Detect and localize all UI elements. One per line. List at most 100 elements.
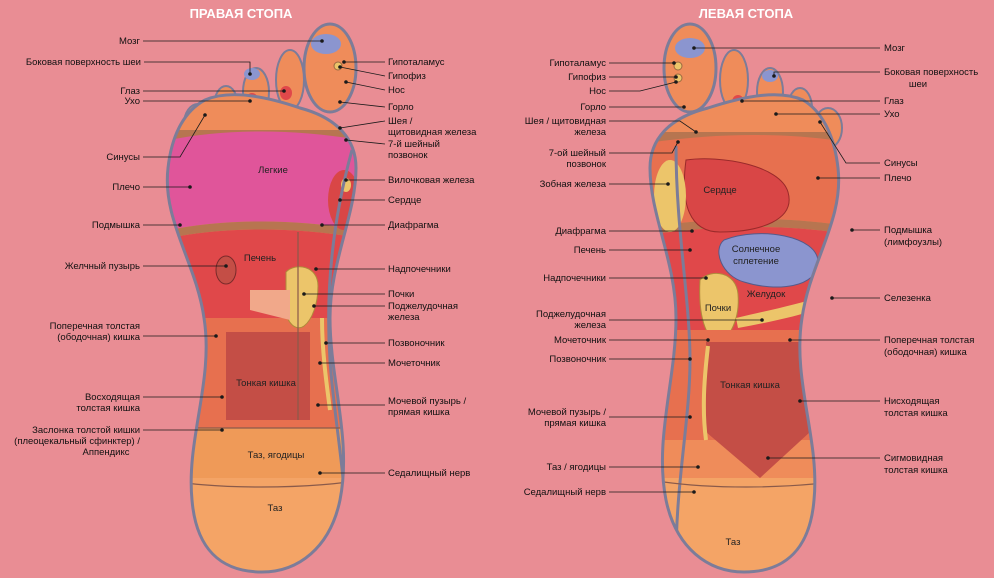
zone-label-solar-plexus-1: Солнечное (732, 244, 780, 255)
label-liver-left: Печень (574, 245, 606, 256)
zone-label-solar-plexus-2: сплетение (733, 256, 779, 267)
left-kidney-zone (699, 272, 739, 341)
right-eye-zone (280, 86, 292, 100)
right-kidney-zone (285, 266, 319, 329)
left-sole-outline (648, 93, 841, 574)
label-transverse-colon-left-1: Поперечная толстая (884, 335, 974, 346)
right-foot-labels-left: Мозг Боковая поверхность шеи Глаз Ухо Си… (14, 36, 324, 458)
right-gallbladder-zone (215, 255, 237, 285)
label-transverse-colon-2: (ободочная) кишка (57, 332, 140, 343)
label-ureter: Мочеточник (388, 358, 441, 369)
left-pituitary-zone (673, 61, 683, 71)
label-neck-side-left-2: шеи (909, 79, 927, 90)
label-c7-left-2: позвонок (566, 159, 606, 170)
label-spine: Позвоночник (388, 338, 445, 349)
label-pancreas-1: Поджелудочная (388, 301, 458, 312)
right-sole-outline (165, 93, 358, 574)
label-bladder-rectum-left-2: прямая кишка (544, 418, 607, 429)
label-pituitary-left: Гипофиз (568, 72, 606, 83)
label-shoulder-left: Плечо (884, 173, 912, 184)
label-transverse-colon-1: Поперечная толстая (50, 321, 140, 332)
left-foot-labels-right: Мозг Боковая поверхность шеи Глаз Ухо Си… (692, 43, 978, 476)
label-c7-2: позвонок (388, 150, 428, 161)
left-solar-plexus-zone (718, 233, 819, 288)
label-appendix: Аппендикс (82, 447, 129, 458)
label-ileocecal-valve-2: (плеоцекальный сфинктер) / (14, 436, 140, 447)
label-sigmoid-colon-1: Сигмовидная (884, 453, 943, 464)
label-adrenals: Надпочечники (388, 264, 451, 275)
zone-label-kidneys: Почки (705, 303, 731, 314)
label-sinuses-left: Синусы (884, 158, 918, 169)
left-small-intestine-zone (706, 342, 810, 432)
label-gallbladder: Желчный пузырь (65, 261, 140, 272)
label-eye: Глаз (120, 86, 140, 97)
label-adrenals-left: Надпочечники (543, 273, 606, 284)
title-right-foot: ПРАВАЯ СТОПА (190, 6, 293, 21)
right-foot: Легкие Печень Тонкая кишка Таз, ягодицы … (14, 22, 477, 574)
label-neck-thyroid-1: Шея / (388, 116, 413, 127)
label-sciatic-nerve-left: Седалищный нерв (524, 487, 606, 498)
label-ascending-colon-1: Восходящая (85, 392, 140, 403)
left-foot-labels-left: Гипоталамус Гипофиз Нос Горло Шея / щито… (524, 58, 764, 498)
label-hypothalamus-left: Гипоталамус (549, 58, 606, 69)
label-c7-left-1: 7-ой шейный (549, 148, 606, 159)
label-shoulder: Плечо (112, 182, 140, 193)
label-pituitary: Гипофиз (388, 71, 426, 82)
label-ileocecal-valve-1: Заслонка толстой кишки (32, 425, 140, 436)
right-pelvis-buttocks-zone (167, 428, 356, 478)
left-heart-zone (683, 158, 790, 233)
label-heart: Сердце (388, 195, 421, 206)
zone-label-pelvis: Таз (268, 503, 283, 514)
left-foot: Сердце Солнечное сплетение Желудок Почки… (524, 22, 978, 574)
label-brain: Мозг (119, 36, 141, 47)
left-brain-zone (675, 38, 705, 58)
label-armpit-left-2: (лимфоузлы) (884, 237, 942, 248)
zone-label-small-intestine-left: Тонкая кишка (720, 380, 780, 391)
label-diaphragm-left: Диафрагма (555, 226, 606, 237)
title-left-foot: ЛЕВАЯ СТОПА (699, 6, 794, 21)
right-foot-labels-right: Гипоталамус Гипофиз Нос Горло Шея / щито… (302, 57, 477, 479)
label-transverse-colon-left-2: (ободочная) кишка (884, 347, 967, 358)
label-thymus-left: Зобная железа (540, 179, 607, 190)
zone-label-stomach: Желудок (747, 289, 786, 300)
label-descending-colon-2: толстая кишка (884, 408, 948, 419)
label-pancreas-left-1: Поджелудочная (536, 309, 606, 320)
label-neck-side: Боковая поверхность шеи (26, 57, 141, 68)
label-neck-thyroid-2: щитовидная железа (388, 127, 477, 138)
label-pancreas-2: железа (388, 312, 420, 323)
left-sigmoid-zone (706, 432, 810, 478)
label-diaphragm: Диафрагма (388, 220, 439, 231)
right-ureter-zone (320, 317, 332, 411)
label-ear: Ухо (124, 96, 140, 107)
label-neck-thyroid-left-1: Шея / щитовидная (525, 116, 606, 127)
zone-label-pelvis-left: Таз (726, 537, 741, 548)
right-neck-side-zone (244, 68, 260, 80)
label-nose: Нос (388, 85, 405, 96)
label-armpit: Подмышка (92, 220, 141, 231)
zone-label-small-intestine: Тонкая кишка (236, 378, 296, 389)
label-armpit-left-1: Подмышка (884, 225, 933, 236)
label-sigmoid-colon-2: толстая кишка (884, 465, 948, 476)
zone-label-liver: Печень (244, 253, 276, 264)
left-pelvis-zone (650, 478, 839, 573)
zone-label-pelvis-buttocks: Таз, ягодицы (248, 450, 305, 461)
right-brain-zone (311, 34, 341, 54)
label-bladder-rectum-2: прямая кишка (388, 407, 451, 418)
label-ascending-colon-2: толстая кишка (76, 403, 140, 414)
label-pelvis-buttocks-left: Таз / ягодицы (547, 462, 607, 473)
right-pancreas-zone (250, 290, 290, 320)
label-spine-left: Позвоночник (549, 354, 606, 365)
label-nose-left: Нос (589, 86, 606, 97)
label-sinuses: Синусы (106, 152, 140, 163)
right-lungs-zone (167, 131, 356, 232)
label-neck-thyroid-left-2: железа (574, 127, 606, 138)
label-ureter-left: Мочеточник (554, 335, 607, 346)
zone-label-lungs: Легкие (258, 165, 288, 176)
label-neck-side-left-1: Боковая поверхность (884, 67, 978, 78)
label-brain-left: Мозг (884, 43, 906, 54)
label-kidneys: Почки (388, 289, 414, 300)
label-eye-left: Глаз (884, 96, 904, 107)
label-throat: Горло (388, 102, 414, 113)
